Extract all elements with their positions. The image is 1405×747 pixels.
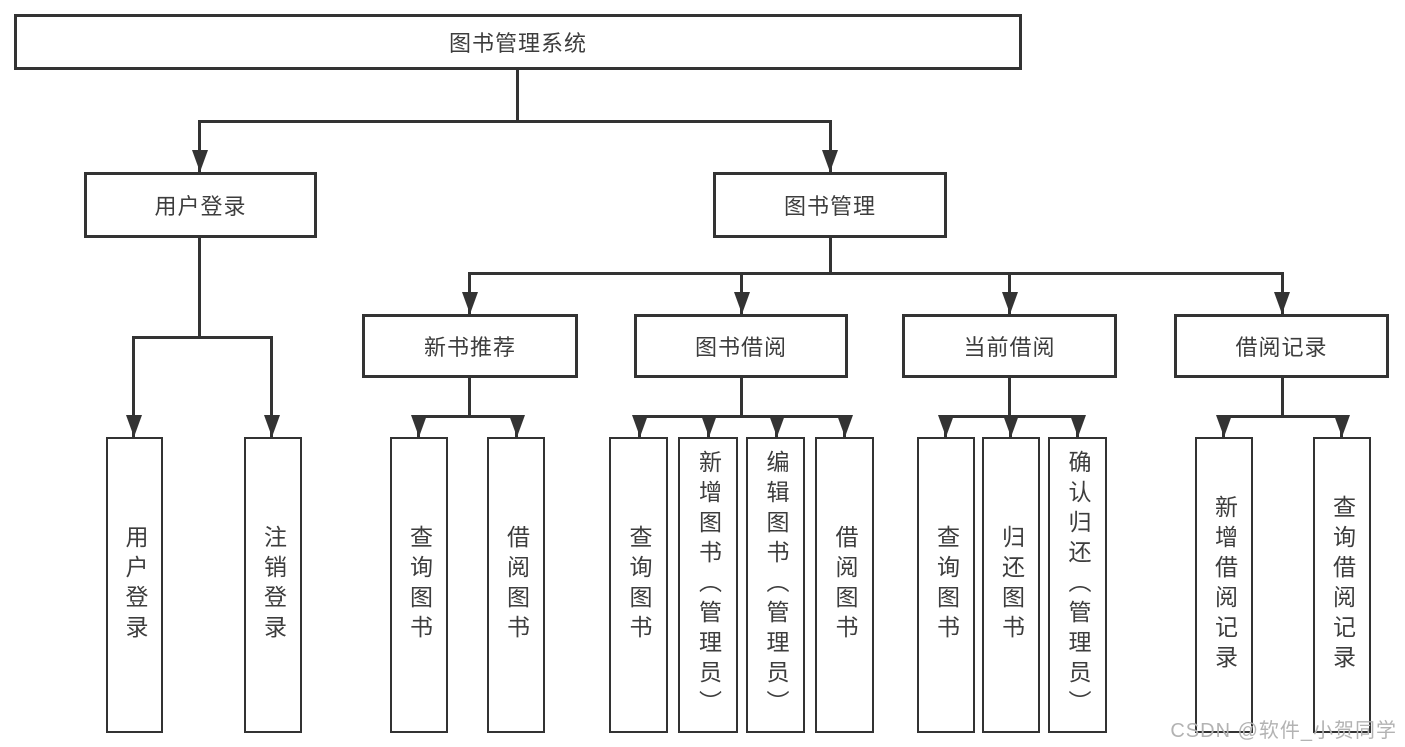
node-book-borrow-label: 图书借阅 [694,335,787,360]
arrowhead [1003,415,1019,437]
connector-line [638,415,845,418]
arrowhead [769,415,785,437]
leaf-borrow-book-2: 借阅图书 [815,437,874,733]
node-borrow-record-label: 借阅记录 [1235,335,1328,360]
connector-stub [468,378,471,415]
leaf-user-login-label: 用户登录 [122,525,148,645]
leaf-return-book: 归还图书 [982,437,1040,733]
leaf-add-book-admin-label: 新增图书（管理员） [695,450,722,720]
arrowhead [126,415,142,437]
arrowhead [462,292,478,314]
arrowhead [632,415,648,437]
connector-stub [1008,378,1011,415]
connector-stub [516,70,519,120]
arrowhead [822,150,838,172]
connector-shaft [270,336,273,437]
connector-shaft [198,120,201,172]
node-new-book-recommend: 新书推荐 [362,314,578,378]
leaf-user-login: 用户登录 [106,437,163,733]
leaf-query-borrow-record: 查询借阅记录 [1313,437,1371,733]
leaf-query-book-3: 查询图书 [917,437,975,733]
node-book-management-label: 图书管理 [783,194,876,219]
arrowhead [264,415,280,437]
node-book-borrow: 图书借阅 [634,314,848,378]
node-root-label: 图书管理系统 [448,31,587,56]
leaf-edit-book-admin: 编辑图书（管理员） [746,437,805,733]
node-user-login: 用户登录 [84,172,317,238]
connector-stub [1281,378,1284,415]
arrowhead [1274,292,1290,314]
leaf-confirm-return-admin: 确认归还（管理员） [1048,437,1107,733]
connector-line [468,272,1284,275]
leaf-confirm-return-admin-label: 确认归还（管理员） [1065,450,1091,720]
connector-shaft [132,336,135,437]
node-new-book-recommend-label: 新书推荐 [423,335,516,360]
connector-line [198,120,832,123]
arrowhead [837,415,853,437]
arrowhead [1070,415,1086,437]
arrowhead [938,415,954,437]
arrowhead [1216,415,1232,437]
leaf-query-book-3-label: 查询图书 [933,525,960,645]
arrowhead [734,292,750,314]
leaf-edit-book-admin-label: 编辑图书（管理员） [763,450,789,720]
arrowhead [1334,415,1350,437]
arrowhead [1002,292,1018,314]
node-book-management: 图书管理 [713,172,947,238]
node-current-borrow-label: 当前借阅 [963,335,1056,360]
leaf-return-book-label: 归还图书 [998,525,1025,645]
leaf-logout: 注销登录 [244,437,302,733]
csdn-watermark: CSDN @软件_小贺同学 [1170,720,1397,742]
node-user-login-label: 用户登录 [154,194,247,219]
leaf-query-book-2: 查询图书 [609,437,668,733]
leaf-query-book-1-label: 查询图书 [406,525,433,645]
leaf-borrow-book-1-label: 借阅图书 [503,525,530,645]
node-root: 图书管理系统 [14,14,1022,70]
connector-stub [829,238,832,272]
leaf-logout-label: 注销登录 [260,525,287,645]
connector-line [132,336,273,339]
leaf-query-book-2-label: 查询图书 [626,525,652,645]
arrowhead [509,415,525,437]
leaf-query-borrow-record-label: 查询借阅记录 [1329,495,1356,675]
leaf-add-book-admin: 新增图书（管理员） [678,437,738,733]
leaf-borrow-book-2-label: 借阅图书 [832,525,858,645]
connector-line [417,415,518,418]
leaf-borrow-book-1: 借阅图书 [487,437,545,733]
leaf-add-borrow-record: 新增借阅记录 [1195,437,1253,733]
connector-stub [198,238,201,336]
connector-stub [740,378,743,415]
connector-line [1222,415,1343,418]
connector-shaft [829,120,832,172]
leaf-add-borrow-record-label: 新增借阅记录 [1211,495,1238,675]
node-current-borrow: 当前借阅 [902,314,1117,378]
arrowhead [411,415,427,437]
arrowhead [701,415,717,437]
arrowhead [192,150,208,172]
leaf-query-book-1: 查询图书 [390,437,448,733]
node-borrow-record: 借阅记录 [1174,314,1389,378]
